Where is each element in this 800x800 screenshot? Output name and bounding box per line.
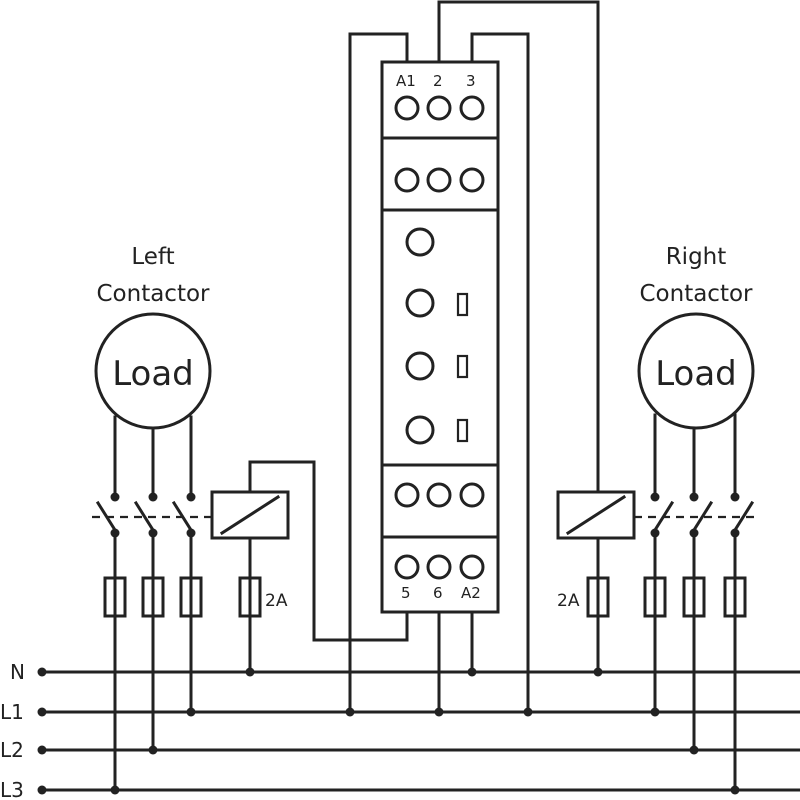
right-contactor bbox=[556, 312, 760, 795]
terminal-5 bbox=[394, 554, 420, 580]
terminal-label-a1: A1 bbox=[396, 72, 416, 90]
terminal-label-3: 3 bbox=[466, 72, 476, 90]
left-fuse-2 bbox=[141, 576, 165, 618]
left-coil-fuse bbox=[238, 576, 262, 618]
knob-2 bbox=[405, 288, 435, 318]
relay-wiring bbox=[248, 0, 600, 717]
bus-n-terminal bbox=[37, 667, 47, 677]
right-coil-fuse-label: 2A bbox=[557, 591, 580, 611]
right-contactor-title-2: Contactor bbox=[639, 281, 753, 307]
knob-4 bbox=[405, 415, 435, 445]
terminal-6 bbox=[426, 554, 452, 580]
led-1 bbox=[456, 292, 469, 317]
terminal-label-6: 6 bbox=[433, 584, 443, 602]
left-contactor-title-2: Contactor bbox=[96, 281, 210, 307]
wire-3-to-l1 bbox=[470, 32, 530, 714]
terminal-3 bbox=[459, 95, 485, 121]
wire-2-to-right-coil bbox=[437, 0, 600, 494]
led-3 bbox=[456, 418, 469, 443]
bus-label-n: N bbox=[10, 660, 25, 684]
left-fuse-3 bbox=[179, 576, 203, 618]
left-fuse-1 bbox=[103, 576, 127, 618]
right-fuse-1 bbox=[643, 576, 667, 618]
led-2 bbox=[456, 354, 469, 379]
left-contactor-title-1: Left bbox=[131, 244, 174, 270]
knob-1 bbox=[405, 227, 435, 257]
right-coil-fuse bbox=[586, 576, 610, 618]
right-coil bbox=[556, 490, 636, 540]
knob-3 bbox=[405, 351, 435, 381]
terminal-a2 bbox=[459, 554, 485, 580]
right-load-circle bbox=[637, 312, 755, 430]
terminal-label-a2: A2 bbox=[461, 584, 481, 602]
left-contacts bbox=[92, 492, 212, 538]
bus-l3-terminal bbox=[37, 785, 47, 795]
terminal-a1 bbox=[394, 95, 420, 121]
right-fuse-2 bbox=[682, 576, 706, 618]
bus-lines bbox=[37, 667, 800, 795]
bus-label-l2: L2 bbox=[0, 738, 24, 762]
relay-module bbox=[380, 60, 500, 614]
right-contactor-title-1: Right bbox=[666, 244, 727, 270]
bus-label-l1: L1 bbox=[0, 700, 24, 724]
left-contactor bbox=[92, 312, 290, 795]
bus-l1-terminal bbox=[37, 707, 47, 717]
terminal-label-5: 5 bbox=[401, 584, 411, 602]
wire-5-to-left-coil bbox=[248, 460, 409, 642]
right-fuse-3 bbox=[723, 576, 747, 618]
terminal-label-2: 2 bbox=[433, 72, 443, 90]
bus-label-l3: L3 bbox=[0, 778, 24, 800]
right-load-label: Load bbox=[655, 354, 737, 394]
left-load-label: Load bbox=[112, 354, 194, 394]
wire-a1-to-l1 bbox=[348, 32, 409, 714]
relay-outline bbox=[380, 60, 500, 614]
bus-l2-terminal bbox=[37, 745, 47, 755]
right-contacts bbox=[634, 492, 760, 538]
terminal-2 bbox=[426, 95, 452, 121]
left-coil-fuse-label: 2A bbox=[265, 591, 288, 611]
